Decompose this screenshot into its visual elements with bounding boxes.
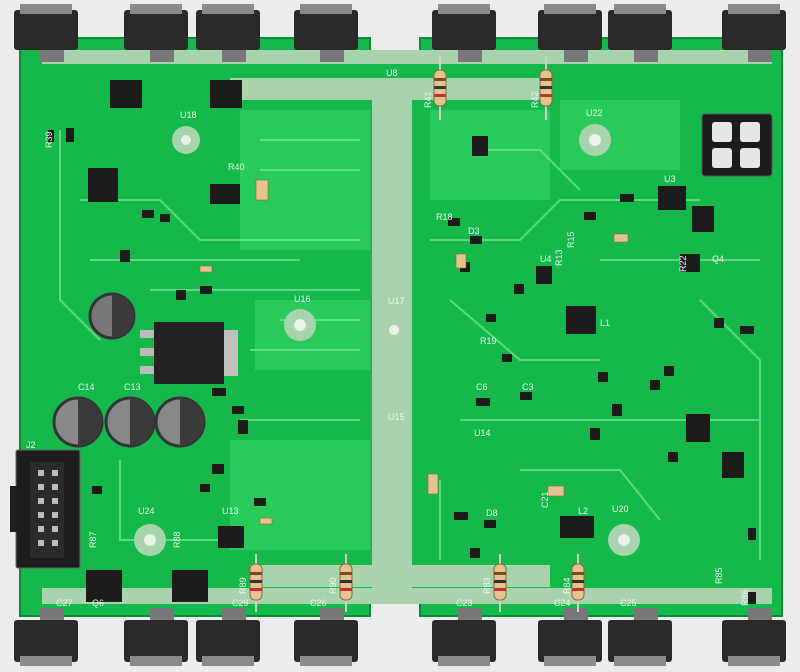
pin-header [10,449,81,569]
label-R40: R40 [228,162,245,172]
label-C25: C25 [620,598,637,608]
label-R88: R88 [172,531,182,548]
bottom-power-transistors [14,608,786,666]
label-U8: U8 [386,68,398,78]
label-C6: C6 [476,382,488,392]
label-R86: R86 [740,589,750,606]
label-R84: R84 [562,577,572,594]
copper-pours [230,100,680,550]
label-U24: U24 [138,506,155,516]
smd-passives [48,128,756,604]
label-R42: R42 [530,91,540,108]
label-R18: R18 [436,212,453,222]
label-Q4: Q4 [712,254,724,264]
label-C23: C23 [456,598,473,608]
label-C29: C29 [232,598,249,608]
silkscreen-labels: U8 R41 R42 U18 U22 U3 U4 U16 U17 U15 U14… [26,68,750,608]
label-C27: C27 [56,598,73,608]
label-R89: R89 [238,577,248,594]
label-U13: U13 [222,506,239,516]
label-C21: C21 [540,491,550,508]
label-U18: U18 [180,110,197,120]
label-U16: U16 [294,294,311,304]
label-C13: C13 [124,382,141,392]
electrolytic-capacitors [52,292,206,448]
label-R19: R19 [480,336,497,346]
label-D3: D3 [468,226,480,236]
label-L2: L2 [578,506,588,516]
top-power-transistors [14,4,786,62]
label-J2: J2 [26,440,36,450]
label-U15: U15 [388,412,405,422]
axial-resistors [249,56,585,612]
label-Q6: Q6 [92,598,104,608]
label-U4: U4 [540,254,552,264]
label-C26: C26 [310,598,327,608]
label-U22: U22 [586,108,603,118]
smd-ics [86,80,744,602]
label-L1: L1 [600,318,610,328]
label-C3: C3 [522,382,534,392]
label-U3: U3 [664,174,676,184]
label-R13: R13 [554,249,564,266]
label-U14: U14 [474,428,491,438]
label-C14: C14 [78,382,95,392]
label-R90: R90 [328,577,338,594]
label-U17: U17 [388,296,405,306]
label-C24: C24 [554,598,571,608]
label-R85: R85 [714,567,724,584]
label-R41: R41 [423,91,433,108]
label-R39: R39 [44,131,54,148]
power-connector [701,113,773,177]
label-R87: R87 [88,531,98,548]
label-R83: R83 [482,577,492,594]
label-R15: R15 [566,231,576,248]
label-D8: D8 [486,508,498,518]
label-U20: U20 [612,504,629,514]
mounting-holes [134,124,640,556]
dpak-regulator [140,322,238,384]
tan-smd-parts [199,179,629,525]
label-R22: R22 [678,255,688,272]
